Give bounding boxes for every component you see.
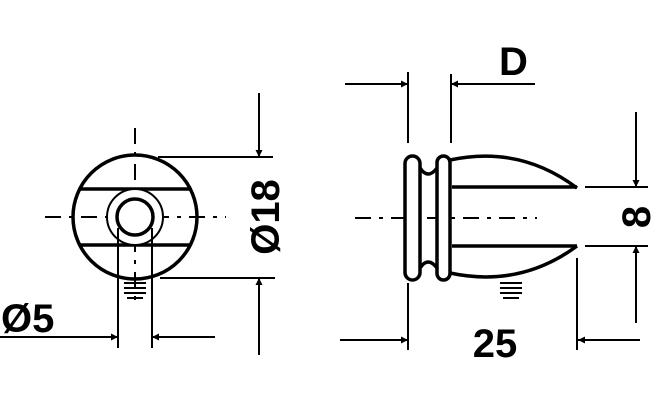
clamp-body-outline — [449, 154, 579, 279]
screw-icon — [500, 282, 522, 299]
dimension-label-25: 25 — [473, 322, 518, 366]
dimension-label-diameter-5: Ø5 — [1, 297, 54, 341]
dimension-label-diameter-18: Ø18 — [244, 179, 288, 255]
bore-outer-circle — [106, 188, 164, 246]
front-flange — [403, 154, 422, 282]
side-view: D 25 8 — [340, 40, 659, 366]
rear-flange — [435, 154, 452, 282]
bore-inner-circle — [115, 197, 155, 237]
dimension-label-8: 8 — [615, 206, 659, 228]
outer-circle — [71, 153, 199, 281]
dimension-label-d: D — [499, 40, 528, 84]
screw-icon — [124, 282, 146, 299]
front-view: Ø18 Ø5 — [0, 93, 288, 355]
